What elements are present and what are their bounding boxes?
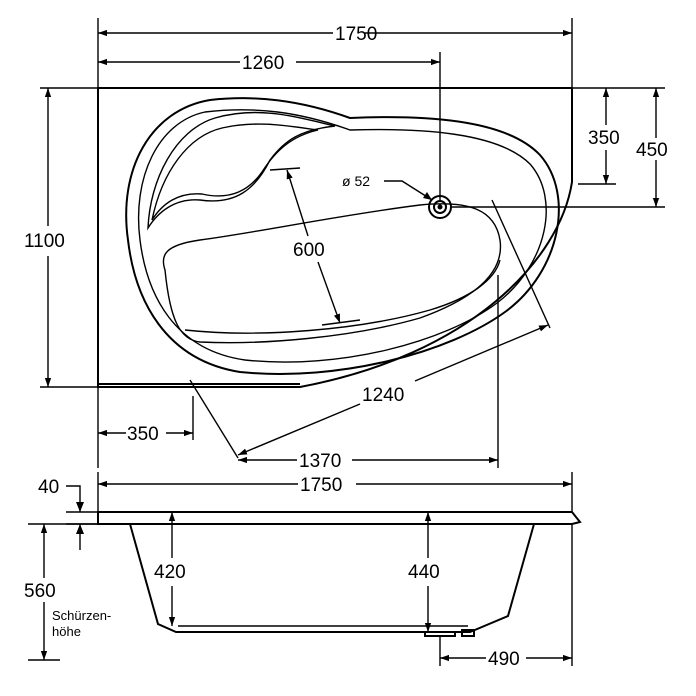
tub-outline-top (97, 87, 573, 388)
dim-40: 40 (38, 477, 59, 498)
dim-1100: 1100 (24, 231, 65, 252)
dim-450: 450 (636, 140, 668, 161)
backrest (147, 111, 336, 231)
dim-line-600 (286, 169, 309, 237)
basin-inner-rim (137, 109, 547, 363)
side-view: 1750 40 560 Schürzen- höhe 420 440 490 (24, 472, 582, 670)
dim-560: 560 (24, 581, 56, 602)
tub-body-side (129, 523, 535, 633)
dim-600: 600 (293, 240, 325, 261)
dim-440: 440 (408, 562, 440, 583)
dim-350-right: 350 (588, 128, 620, 149)
dim-1750-top: 1750 (335, 24, 377, 45)
backrest-inner (151, 123, 319, 221)
basin-floor-lower (184, 259, 501, 334)
dim-350-left: 350 (127, 424, 159, 445)
basin-outer-rim (125, 97, 560, 375)
apron-height-label-1: Schürzen- (52, 608, 111, 623)
dim-1370: 1370 (299, 451, 341, 472)
dim-line-1240 (237, 403, 361, 456)
dim-1750-side: 1750 (300, 475, 342, 496)
dim-1260: 1260 (242, 53, 284, 74)
dim-1240: 1240 (362, 385, 404, 406)
tub-rim-side (97, 511, 582, 525)
basin-floor (162, 203, 502, 344)
apron-height-label-2: höhe (52, 624, 81, 639)
drain-leader (384, 180, 433, 201)
dim-420: 420 (154, 562, 186, 583)
dim-drain-diameter: ø 52 (342, 173, 370, 189)
top-view: 1750 1260 1100 350 450 ø 52 600 (24, 18, 668, 472)
dim-490: 490 (488, 649, 520, 670)
